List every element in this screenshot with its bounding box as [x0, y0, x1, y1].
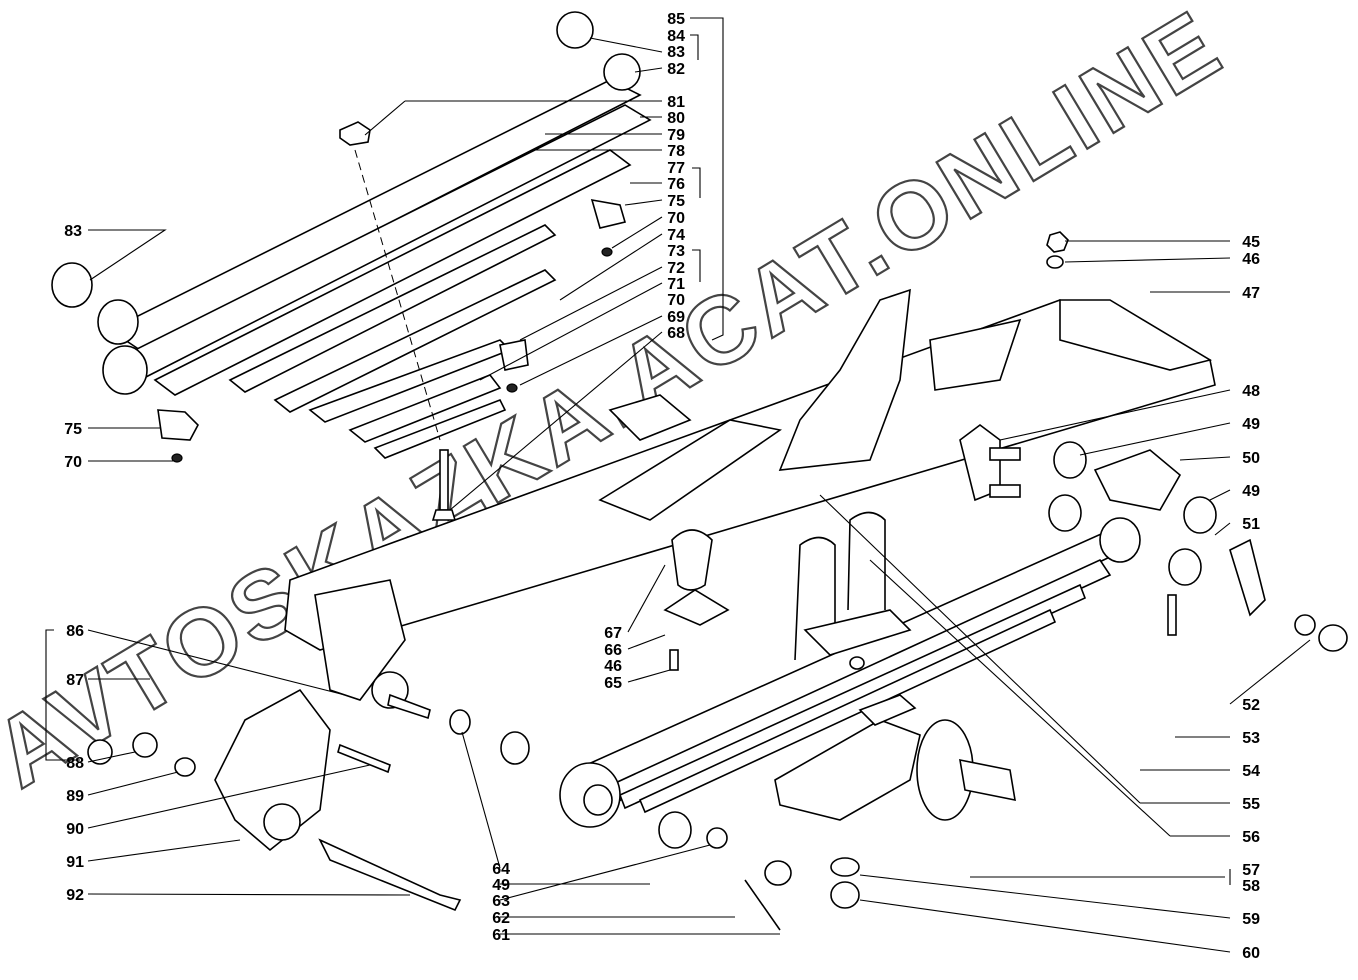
callout-88: 88 — [66, 755, 84, 772]
callout-69: 69 — [667, 309, 685, 326]
rear-shackle — [959, 231, 1348, 652]
callout-77: 77 — [667, 160, 685, 177]
callout-75-left: 75 — [64, 421, 82, 438]
callout-85: 85 — [667, 11, 685, 28]
callout-75: 75 — [667, 193, 685, 210]
callout-62: 62 — [492, 910, 510, 927]
callout-71: 71 — [667, 276, 685, 293]
callout-56: 56 — [1242, 829, 1260, 846]
callout-49b: 49 — [1242, 483, 1260, 500]
callout-74: 74 — [667, 227, 685, 244]
callouts-left: 83 75 70 86 87 88 89 90 91 92 — [64, 223, 84, 904]
callout-80: 80 — [667, 110, 685, 127]
callout-49-bottom: 49 — [492, 877, 510, 894]
callout-78: 78 — [667, 143, 685, 160]
callout-64: 64 — [492, 861, 510, 878]
callout-51: 51 — [1242, 516, 1260, 533]
callout-57: 57 — [1242, 862, 1260, 879]
callout-63: 63 — [492, 893, 510, 910]
callout-61: 61 — [492, 927, 510, 944]
callout-50: 50 — [1242, 450, 1260, 467]
callout-82: 82 — [667, 61, 685, 78]
callout-70b: 70 — [667, 292, 685, 309]
callout-49: 49 — [1242, 416, 1260, 433]
callout-46: 46 — [1242, 251, 1260, 268]
callout-66: 66 — [604, 642, 622, 659]
callout-91: 91 — [66, 854, 84, 871]
callout-48: 48 — [1242, 383, 1260, 400]
callout-53: 53 — [1242, 730, 1260, 747]
callout-45: 45 — [1242, 234, 1260, 251]
callout-67: 67 — [604, 625, 622, 642]
callout-70: 70 — [667, 210, 685, 227]
callout-52: 52 — [1242, 697, 1260, 714]
callout-89: 89 — [66, 788, 84, 805]
callouts-middle: 67 66 46 65 — [604, 625, 622, 692]
callout-47: 47 — [1242, 285, 1260, 302]
rear-leaf-spring — [51, 11, 652, 521]
callouts-top: 85 84 83 82 81 80 79 78 77 76 75 70 74 7… — [667, 11, 685, 342]
callout-55: 55 — [1242, 796, 1260, 813]
callout-70-left: 70 — [64, 454, 82, 471]
callout-86: 86 — [66, 623, 84, 640]
callout-46-mid: 46 — [604, 658, 622, 675]
callout-87: 87 — [66, 672, 84, 689]
callout-73: 73 — [667, 243, 685, 260]
callout-92: 92 — [66, 887, 84, 904]
callout-72: 72 — [667, 260, 685, 277]
callout-76: 76 — [667, 176, 685, 193]
callouts-right: 45 46 47 48 49 50 49 51 52 53 54 55 56 5… — [1242, 234, 1260, 962]
callout-79: 79 — [667, 127, 685, 144]
frame-rail — [284, 288, 1216, 709]
callouts-bottom: 64 49 63 62 61 — [492, 861, 510, 944]
callout-83: 83 — [667, 44, 685, 61]
bushing — [51, 262, 93, 308]
callout-58: 58 — [1242, 878, 1260, 895]
callout-81: 81 — [667, 94, 685, 111]
callout-65: 65 — [604, 675, 622, 692]
callout-84: 84 — [667, 28, 685, 45]
callout-68: 68 — [667, 325, 685, 342]
callout-59: 59 — [1242, 911, 1260, 928]
axle-and-ubolts — [774, 511, 1016, 909]
leader-lines — [45, 17, 1311, 953]
callout-83-left: 83 — [64, 223, 82, 240]
callout-54: 54 — [1242, 763, 1260, 780]
callout-60: 60 — [1242, 945, 1260, 962]
callout-90: 90 — [66, 821, 84, 838]
bump-stop — [663, 529, 730, 671]
shackle-bracket — [87, 688, 530, 912]
